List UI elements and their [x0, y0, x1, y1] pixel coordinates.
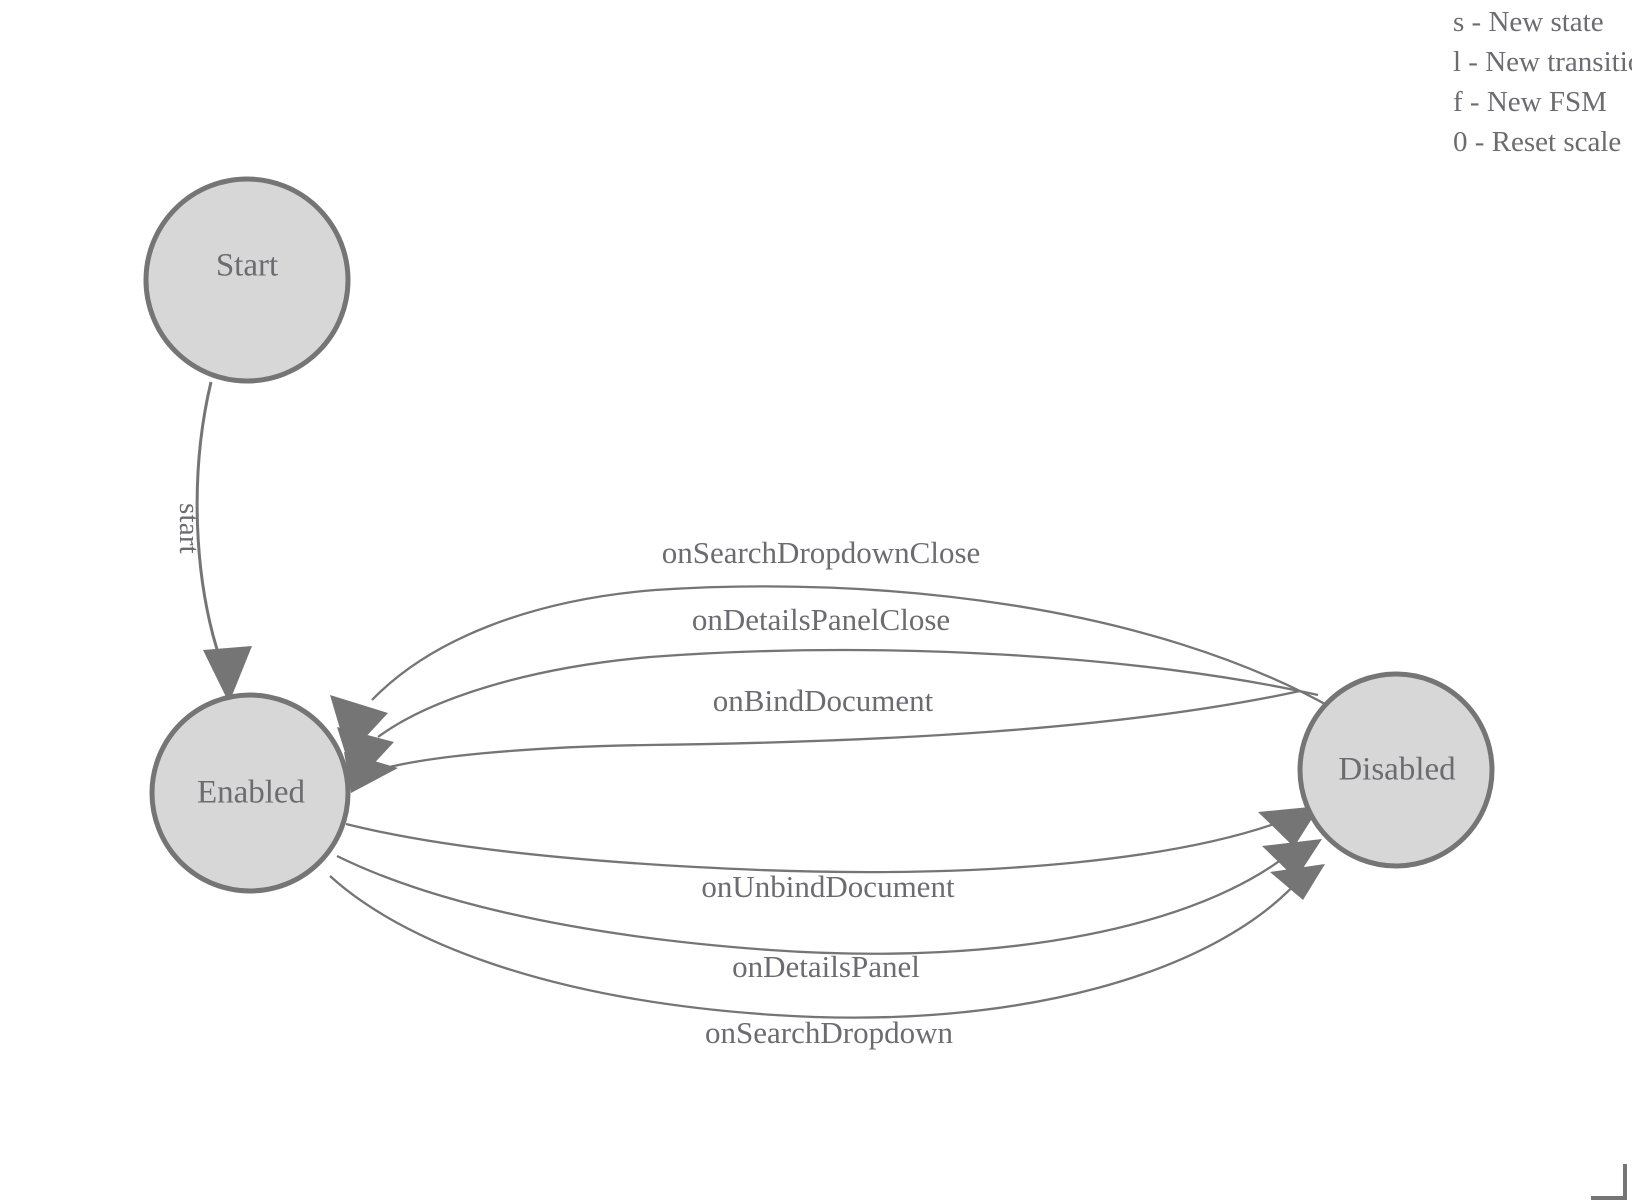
help-line-new-state: s - New state — [1453, 6, 1604, 38]
edge-label-on-details-panel: onDetailsPanel — [732, 949, 920, 984]
resize-corner-handle[interactable] — [1591, 1164, 1627, 1200]
edge-on-bind-document[interactable] — [381, 689, 1301, 771]
edge-on-unbind-document[interactable] — [345, 815, 1294, 874]
node-enabled-label: Enabled — [197, 775, 306, 811]
node-disabled-label: Disabled — [1338, 752, 1456, 788]
edge-label-on-details-panel-close: onDetailsPanelClose — [692, 602, 950, 637]
arrowhead-on-unbind-document — [1258, 806, 1320, 847]
node-disabled-circle[interactable] — [1297, 671, 1495, 869]
edge-group-start-to-enabled — [195, 381, 252, 703]
help-line-new-transition: l - New transition — [1453, 46, 1632, 78]
node-disabled[interactable]: Disabled — [1297, 671, 1495, 869]
edge-group-disabled-to-enabled — [330, 585, 1335, 793]
arrowhead-start — [203, 646, 252, 703]
node-enabled-circle[interactable] — [149, 692, 351, 894]
edge-label-start: start — [173, 503, 205, 554]
help-line-reset-scale: 0 - Reset scale — [1453, 126, 1622, 158]
arrowhead-on-bind-document — [344, 752, 398, 793]
edge-labels: onSearchDropdownClose onDetailsPanelClos… — [662, 535, 981, 1050]
edge-label-on-bind-document: onBindDocument — [713, 683, 934, 718]
edge-on-search-dropdown[interactable] — [329, 875, 1299, 1019]
edge-start[interactable] — [195, 381, 225, 669]
help-line-new-fsm: f - New FSM — [1453, 86, 1607, 118]
edge-group-enabled-to-disabled — [329, 806, 1325, 1019]
node-start[interactable]: Start — [143, 176, 351, 384]
node-enabled[interactable]: Enabled — [149, 692, 351, 894]
edge-label-on-search-dropdown: onSearchDropdown — [705, 1015, 953, 1050]
help-overlay: s - New state l - New transition f - New… — [1422, 0, 1632, 162]
edge-on-details-panel-close[interactable] — [377, 648, 1319, 738]
edge-label-on-search-dropdown-close: onSearchDropdownClose — [662, 535, 981, 570]
node-start-label: Start — [216, 248, 278, 284]
arrowhead-on-search-dropdown — [1270, 864, 1325, 900]
edge-on-search-dropdown-close[interactable] — [371, 585, 1335, 711]
arrowhead-on-details-panel — [1262, 839, 1322, 879]
node-start-circle[interactable] — [143, 176, 351, 384]
edge-on-details-panel[interactable] — [336, 852, 1291, 955]
edge-label-on-unbind-document: onUnbindDocument — [701, 869, 955, 904]
